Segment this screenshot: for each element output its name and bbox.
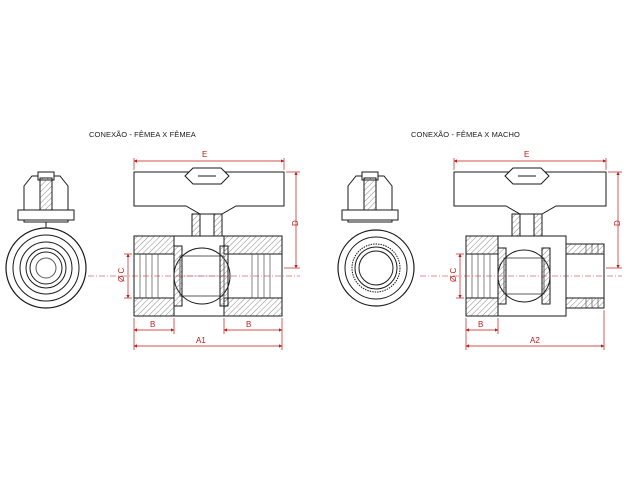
dim-b-right: B	[478, 320, 483, 329]
side-view-left	[5, 171, 87, 309]
dim-c-left: Ø C	[117, 268, 126, 282]
dimensions-left	[88, 158, 300, 350]
dim-d-left: D	[291, 220, 300, 226]
dim-a1-left: A1	[196, 336, 206, 345]
dim-e-left: E	[202, 150, 207, 159]
dim-c-right: Ø C	[449, 268, 458, 282]
dim-e-right: E	[524, 150, 529, 159]
caption-female-male: CONEXÃO - FÊMEA X MACHO	[411, 130, 520, 139]
dimensions-right	[420, 158, 622, 350]
caption-female-female: CONEXÃO - FÊMEA X FÊMEA	[89, 130, 196, 139]
dim-a2-right: A2	[530, 336, 540, 345]
section-view-left	[133, 167, 285, 317]
dim-b2-left: B	[246, 320, 251, 329]
dim-b1-left: B	[150, 320, 155, 329]
dim-d-right: D	[613, 220, 622, 226]
side-view-right	[337, 171, 415, 307]
section-view-right	[453, 167, 607, 317]
